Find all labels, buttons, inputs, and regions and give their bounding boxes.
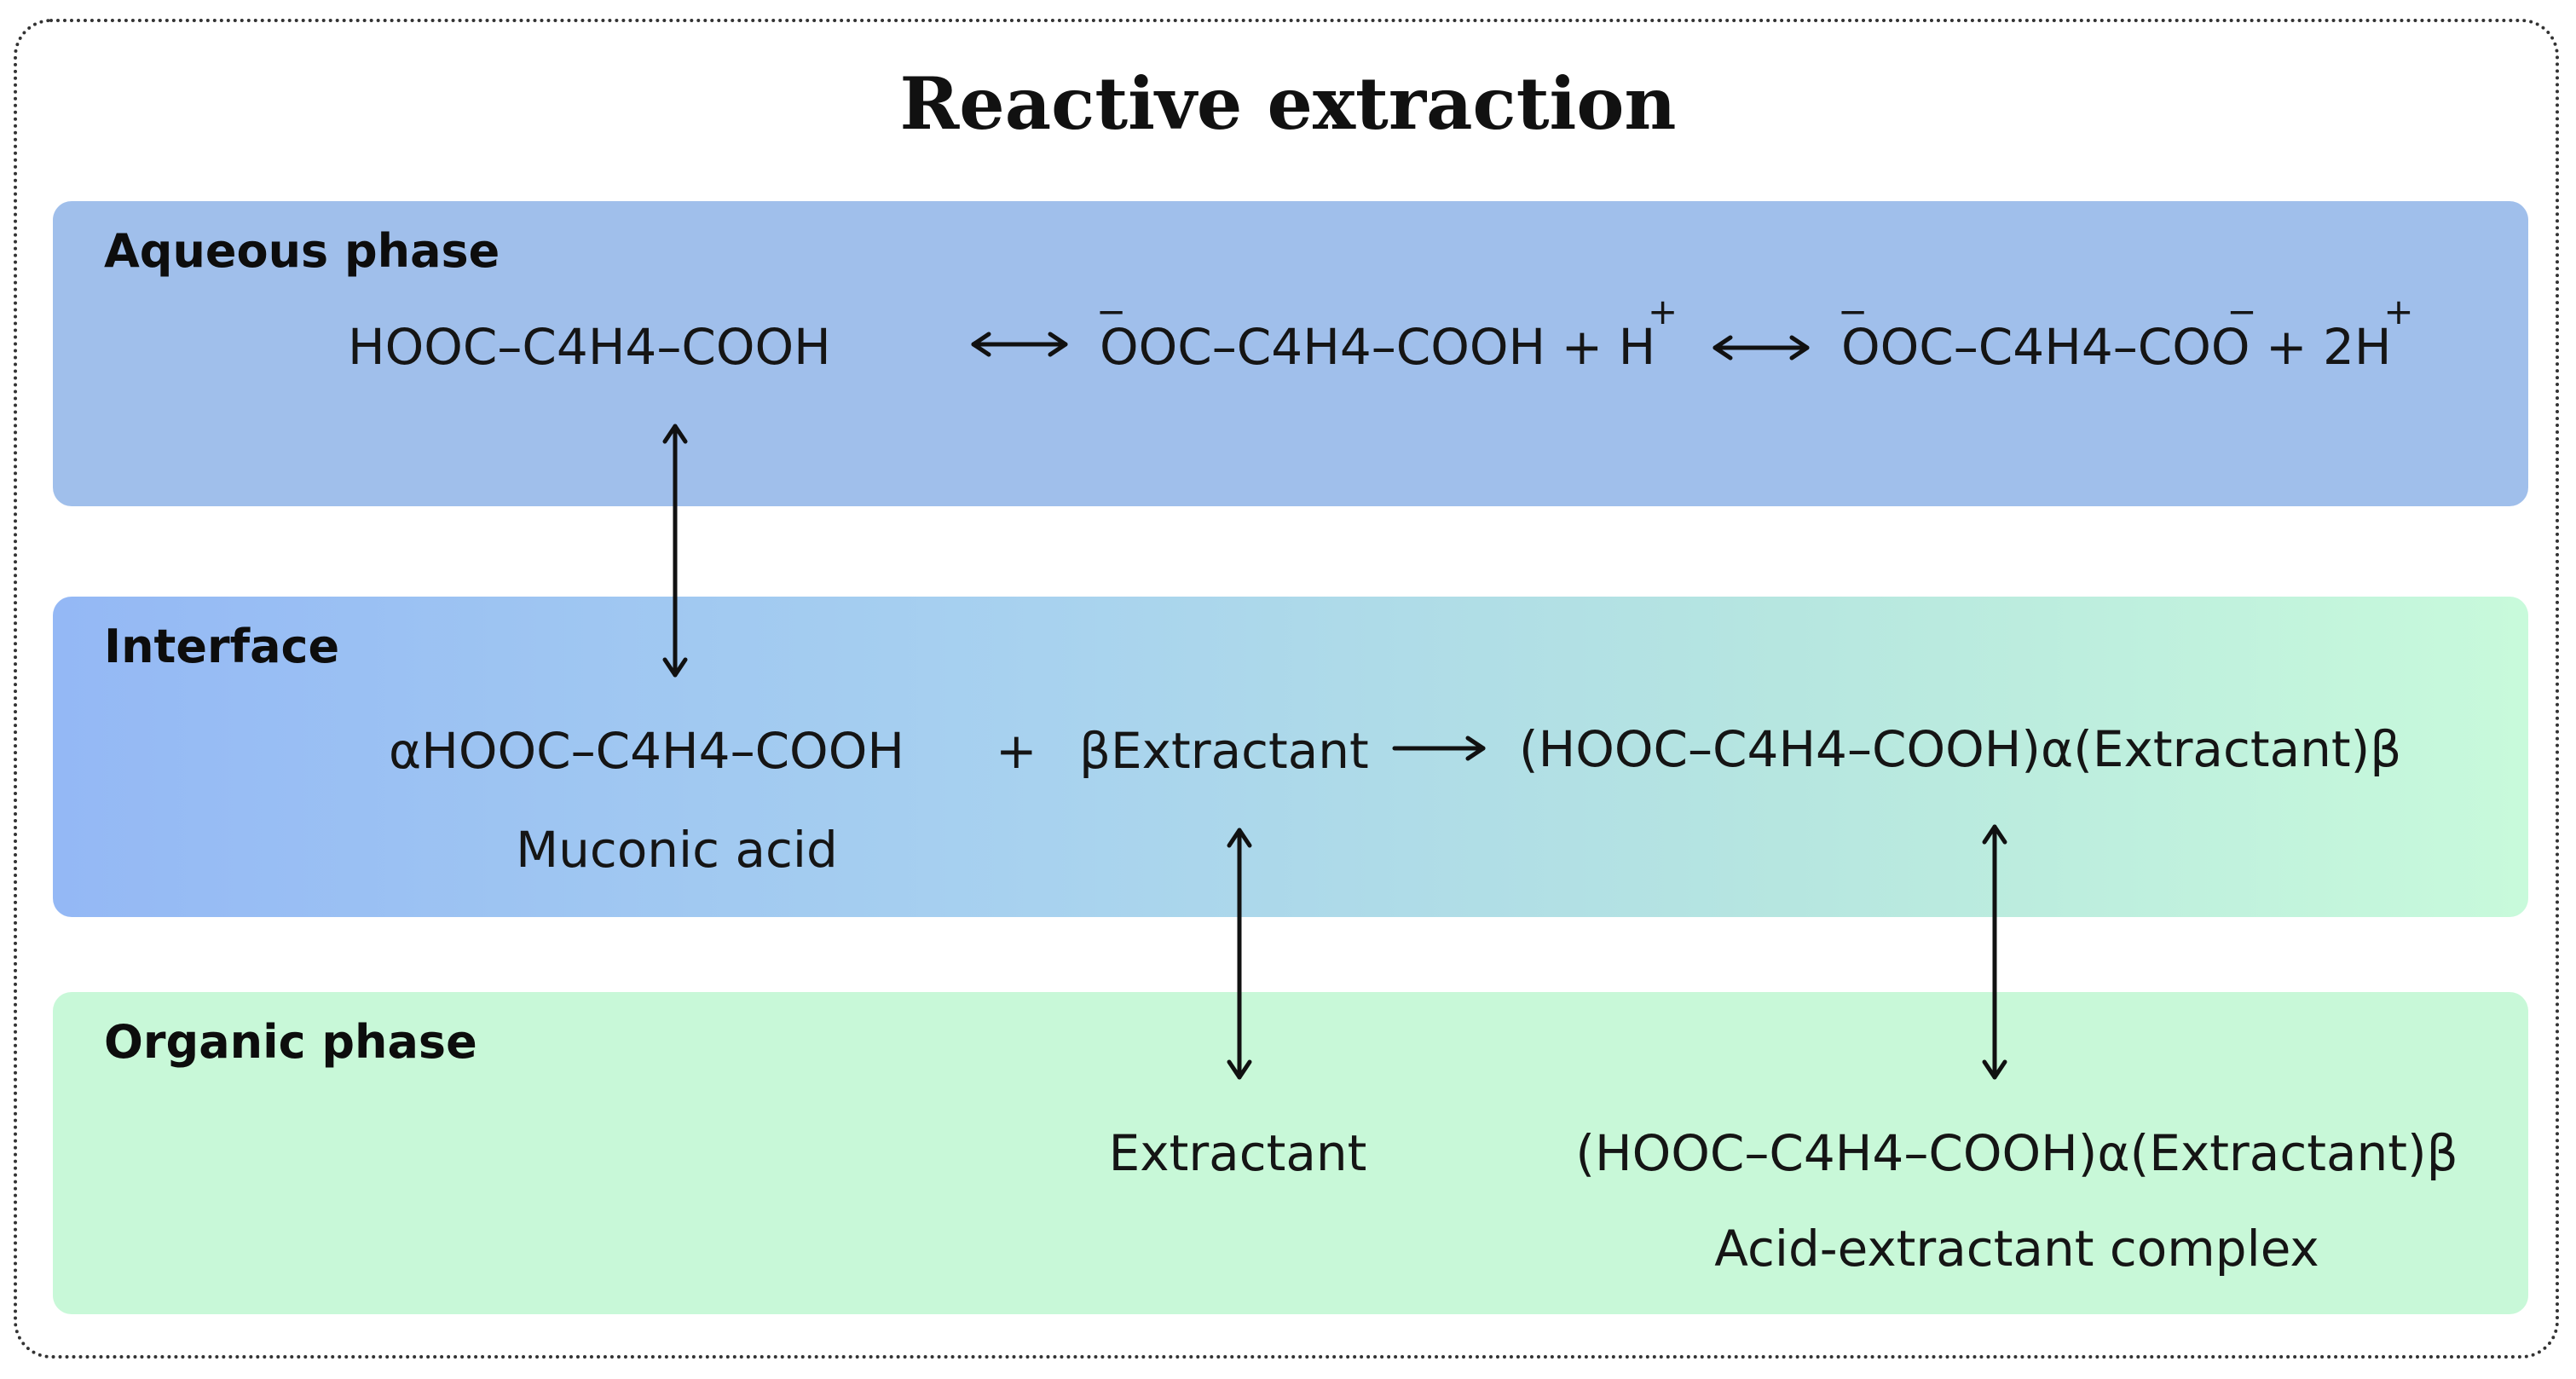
interface-band: Interface bbox=[53, 597, 2528, 917]
interface-extractant-formula: βExtractant bbox=[1079, 722, 1369, 780]
dianion-right-charge: − bbox=[2227, 291, 2257, 332]
dianion-left-charge: − bbox=[1838, 291, 1868, 332]
plus-h-text: + H bbox=[1545, 318, 1656, 376]
diagram-frame bbox=[14, 19, 2559, 1359]
interface-acid-formula: αHOOC–C4H4–COOH bbox=[389, 722, 904, 780]
proton-charge: + bbox=[1648, 291, 1678, 332]
organic-phase-band: Organic phase bbox=[53, 992, 2528, 1314]
plus-2h-text: + 2H bbox=[2250, 318, 2392, 376]
monoanion-charge: − bbox=[1096, 291, 1127, 332]
muconic-acid-caption: Muconic acid bbox=[516, 821, 838, 879]
two-proton-charge: + bbox=[2383, 291, 2414, 332]
aqueous-phase-label: Aqueous phase bbox=[104, 224, 500, 278]
diagram-title: Reactive extraction bbox=[899, 61, 1677, 146]
organic-complex-formula: (HOOC–C4H4–COOH)α(Extractant)β bbox=[1575, 1124, 2458, 1182]
interface-label: Interface bbox=[104, 620, 340, 673]
dianion-species: −OOC–C4H4–COO− bbox=[1838, 294, 2257, 377]
aqueous-phase-band: Aqueous phase bbox=[53, 201, 2528, 506]
aqueous-monoanion-formula: −OOC–C4H4–COOH + H+ bbox=[1096, 294, 1678, 378]
two-proton-term: + 2H+ bbox=[2250, 294, 2414, 377]
monoanion-text: OOC–C4H4–COOH bbox=[1100, 318, 1546, 376]
interface-complex-formula: (HOOC–C4H4–COOH)α(Extractant)β bbox=[1519, 720, 2402, 778]
acid-extractant-complex-caption: Acid-extractant complex bbox=[1714, 1220, 2319, 1278]
monoanion-species: −OOC–C4H4–COOH bbox=[1096, 294, 1546, 377]
aqueous-muconic-acid-formula: HOOC–C4H4–COOH bbox=[348, 318, 831, 376]
interface-plus-sign: + bbox=[996, 722, 1037, 780]
proton-term: + H+ bbox=[1545, 294, 1678, 377]
aqueous-dianion-formula: −OOC–C4H4–COO− + 2H+ bbox=[1838, 294, 2414, 378]
organic-phase-label: Organic phase bbox=[104, 1015, 477, 1069]
dianion-text: OOC–C4H4–COO bbox=[1841, 318, 2250, 376]
organic-extractant-formula: Extractant bbox=[1108, 1124, 1367, 1182]
